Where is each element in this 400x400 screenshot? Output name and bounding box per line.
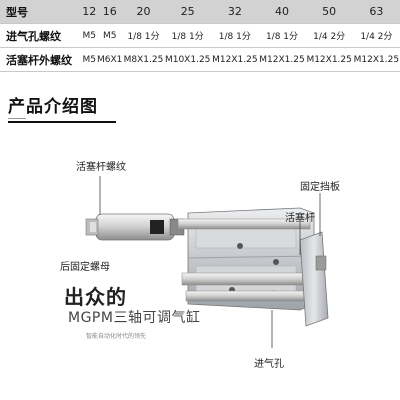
- callout-fixed-plate: 固定挡板: [300, 182, 340, 193]
- spec-cell: 12: [82, 0, 97, 24]
- fixed-plate: [299, 231, 329, 327]
- brand-title: 出众的: [64, 285, 127, 309]
- title-accent: [8, 118, 26, 119]
- spec-cell: 40: [258, 0, 306, 24]
- spec-cell: M5: [82, 47, 97, 72]
- spec-cell: 1/8 1分: [258, 23, 306, 48]
- spec-cell: 25: [164, 0, 212, 24]
- guide-rods: [177, 218, 311, 302]
- callout-rear-nut: 后固定螺母: [60, 262, 110, 273]
- spec-cell: 63: [352, 0, 400, 24]
- spec-cell: 20: [122, 0, 165, 24]
- spec-cell: M12X1.25: [258, 47, 306, 72]
- spec-row-label: 进气孔螺纹: [0, 23, 82, 48]
- spec-cell: 1/8 1分: [164, 23, 212, 48]
- title-rule: [8, 121, 116, 123]
- spec-cell: M12X1.25: [211, 47, 259, 72]
- spec-row-label: 型号: [0, 0, 82, 24]
- spec-cell: M8X1.25: [122, 47, 165, 72]
- model-name: MGPM三轴可调气缸: [68, 310, 201, 326]
- callout-piston-rod: 活塞杆: [285, 213, 315, 224]
- spec-cell: 1/4 2分: [352, 23, 400, 48]
- spec-cell: M5: [96, 23, 123, 48]
- spec-cell: M6X1: [96, 47, 123, 72]
- spec-cell: M10X1.25: [164, 47, 212, 72]
- spec-cell: 32: [211, 0, 259, 24]
- section-title: 产品介绍图: [8, 97, 98, 117]
- spec-cell: M12X1.25: [305, 47, 353, 72]
- callout-piston-rod-thread: 活塞杆螺纹: [76, 162, 126, 173]
- spec-cell: M5: [82, 23, 97, 48]
- leader-lines: [99, 176, 321, 348]
- rear-rod-assembly: [85, 213, 185, 241]
- brand-slogan: 智能自动化时代的领先: [86, 333, 147, 340]
- spec-cell: M12X1.25: [352, 47, 400, 72]
- spec-cell: 1/8 1分: [122, 23, 165, 48]
- spec-cell: 16: [96, 0, 123, 24]
- spec-cell: 50: [305, 0, 353, 24]
- spec-row-label: 活塞杆外螺纹: [0, 47, 82, 72]
- callout-air-inlet: 进气孔: [254, 359, 284, 370]
- spec-cell: 1/8 1分: [211, 23, 259, 48]
- spec-cell: 1/4 2分: [305, 23, 353, 48]
